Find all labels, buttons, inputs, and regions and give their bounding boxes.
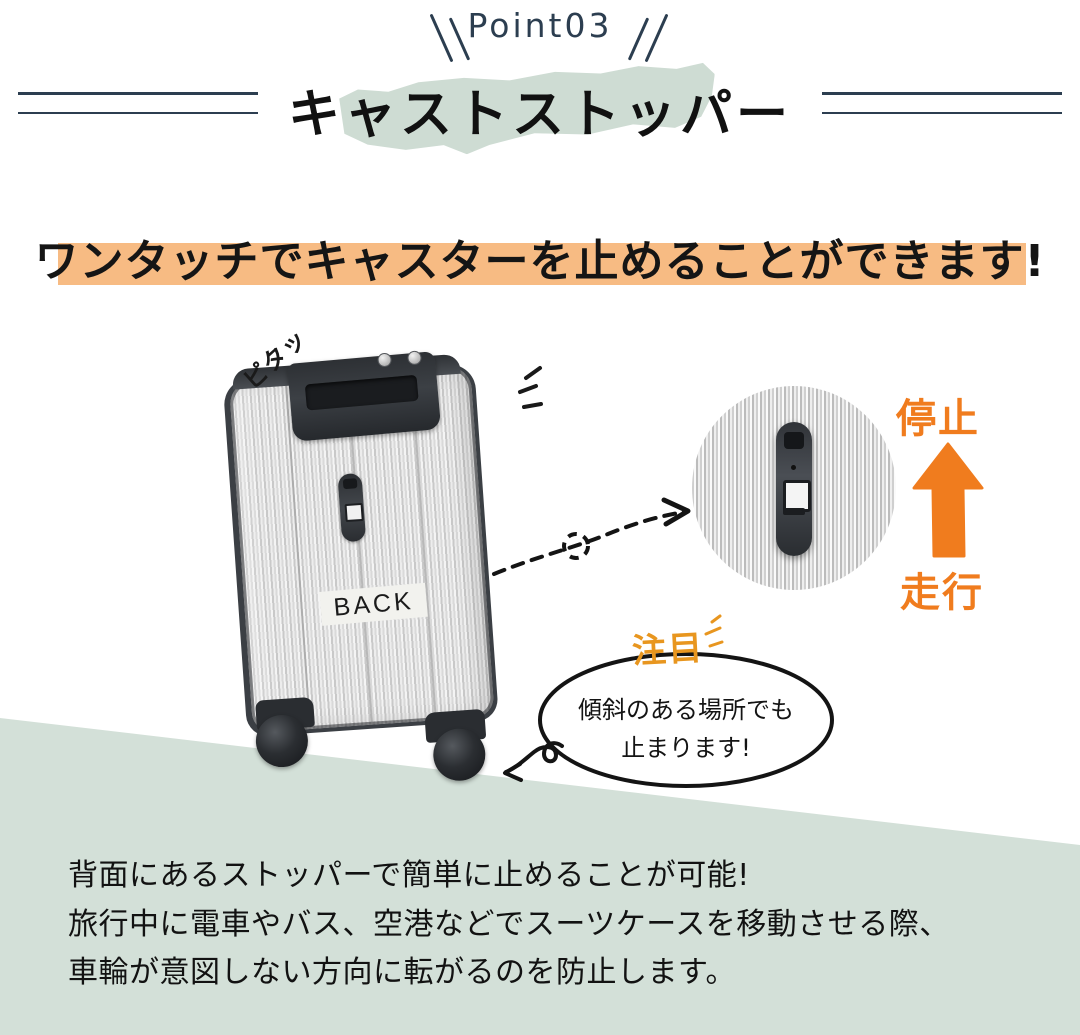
stop-label: 停止	[896, 396, 980, 442]
bubble-line-1: 傾斜のある場所でも	[578, 696, 794, 724]
page-title: キャストストッパー	[287, 85, 792, 145]
header-rule-left-top	[18, 92, 258, 95]
description-line-2: 旅行中に電車やバス、空港などでスーツケースを移動させる際、	[68, 906, 950, 942]
slash-decoration-left	[429, 10, 482, 70]
dashed-arrow-icon	[492, 497, 691, 576]
stopper-switch-closeup	[776, 422, 812, 556]
speech-bubble-text: 傾斜のある場所でも 止まります!	[546, 692, 826, 768]
header-rule-right-top	[822, 92, 1062, 95]
caster-stopper-switch[interactable]	[337, 472, 367, 543]
up-arrow-icon	[912, 442, 984, 558]
header-rule-left-bottom	[18, 112, 258, 114]
headline-text: ワンタッチでキャスターを止めることができます!	[34, 236, 1046, 287]
description-line-1: 背面にあるストッパーで簡単に止めることが可能!	[68, 858, 750, 893]
bubble-line-2: 止まります!	[621, 733, 751, 762]
slash-decoration-right	[625, 10, 677, 70]
run-label: 走行	[900, 570, 984, 616]
sparkle-icon	[518, 366, 543, 409]
headline-highlight-band	[58, 243, 1026, 285]
point-number-label: Point03	[467, 6, 613, 45]
header-rule-right-bottom	[822, 112, 1062, 114]
description-line-3: 車輪が意図しない方向に転がるのを防止します。	[68, 955, 736, 991]
description-block: 背面にあるストッパーで簡単に止めることが可能! 旅行中に電車やバス、空港などでス…	[68, 852, 1028, 998]
speech-bubble-tail-arrow	[503, 741, 564, 782]
suitcase-handle	[286, 351, 442, 442]
stopper-zoom-detail	[692, 386, 896, 590]
speech-bubble	[538, 652, 834, 788]
attention-label: 注目	[631, 628, 706, 672]
attention-rays-icon	[704, 614, 724, 648]
